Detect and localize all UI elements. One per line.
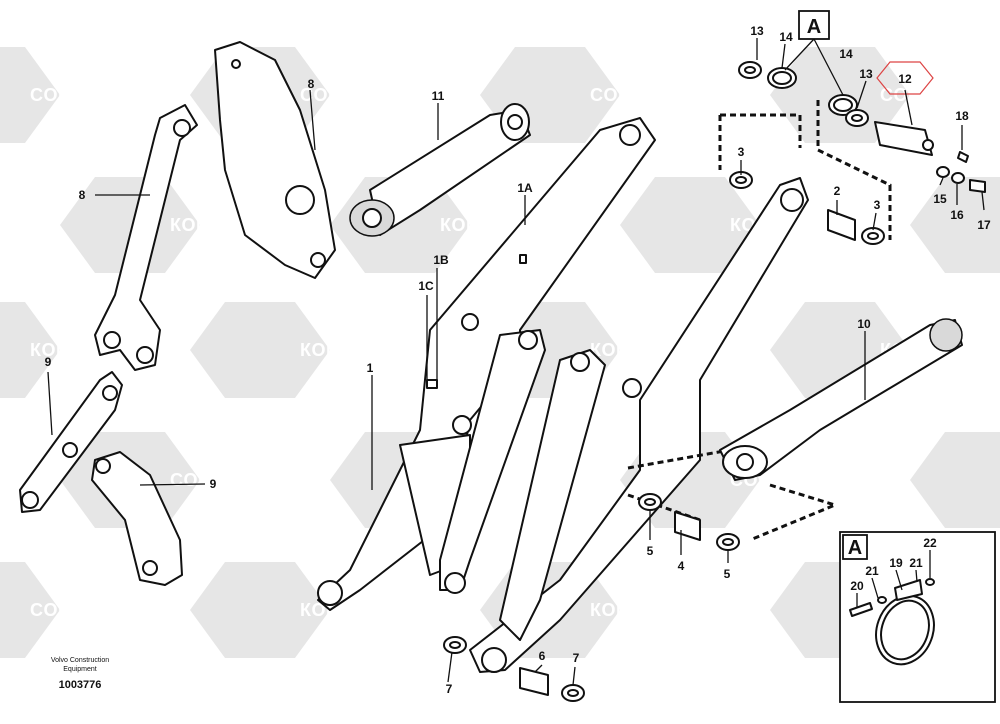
watermark-hexagon bbox=[0, 47, 60, 143]
watermark-text: КОМПАРТ bbox=[440, 215, 532, 235]
watermark-text: COMPART bbox=[30, 85, 123, 105]
lift-arm-right bbox=[469, 177, 809, 673]
watermark-hexagon bbox=[190, 302, 330, 398]
hydraulic-cylinder-upper bbox=[349, 103, 531, 237]
tilt-lever bbox=[214, 41, 336, 279]
leader-lines bbox=[47, 38, 985, 686]
watermark-tile: COMPART bbox=[0, 47, 123, 143]
watermark-text: КОМПАРТ bbox=[300, 600, 392, 620]
detail-view-letter: A bbox=[848, 537, 862, 559]
callout-18: 18 bbox=[955, 109, 969, 123]
maker-line-1: Volvo Construction bbox=[51, 657, 109, 664]
callout-9a: 9 bbox=[45, 355, 52, 369]
watermark-hexagon bbox=[190, 562, 330, 658]
highlight-part-12 bbox=[876, 61, 934, 95]
callout-13a: 13 bbox=[750, 24, 764, 38]
callout-8a: 8 bbox=[79, 188, 86, 202]
view-marker-letter: A bbox=[807, 16, 821, 38]
callout-4: 4 bbox=[678, 559, 685, 573]
callout-11: 11 bbox=[432, 89, 445, 103]
detail-callout-20: 20 bbox=[850, 579, 864, 593]
callout-1b: 1B bbox=[433, 253, 449, 267]
callout-1: 1 bbox=[367, 361, 374, 375]
maker-line-2: Equipment bbox=[63, 666, 97, 673]
watermark-text: КОМПАРТ bbox=[590, 340, 682, 360]
callout-2: 2 bbox=[834, 184, 841, 198]
callout-9b: 9 bbox=[210, 477, 217, 491]
pin-and-seal-parts bbox=[426, 61, 986, 702]
watermark-text: COMPART bbox=[300, 85, 393, 105]
callout-10: 10 bbox=[857, 317, 871, 331]
footer: Volvo Construction Equipment 1003776 bbox=[51, 657, 109, 691]
callout-12: 12 bbox=[898, 72, 912, 86]
callout-7a: 7 bbox=[446, 682, 453, 696]
callout-17: 17 bbox=[977, 218, 991, 232]
detail-callout-22: 22 bbox=[923, 536, 937, 550]
link-plate-lower bbox=[91, 451, 183, 586]
callout-5b: 5 bbox=[724, 567, 731, 581]
watermark-tile: COMPART bbox=[0, 562, 123, 658]
callout-15: 15 bbox=[933, 192, 947, 206]
detail-view-a: A 19 20 21 21 22 bbox=[839, 531, 996, 703]
watermark-text: КОМПАРТ bbox=[590, 600, 682, 620]
detail-callout-21b: 21 bbox=[909, 556, 923, 570]
watermark-text: COMPART bbox=[30, 600, 123, 620]
link-plate-upper bbox=[19, 371, 123, 513]
callout-1c: 1C bbox=[418, 279, 434, 293]
callout-1a: 1A bbox=[517, 181, 533, 195]
watermark-hexagon bbox=[0, 562, 60, 658]
callout-3b: 3 bbox=[874, 198, 881, 212]
watermark-text: КОМПАРТ bbox=[170, 215, 262, 235]
callout-16: 16 bbox=[950, 208, 964, 222]
watermark-hexagon bbox=[620, 177, 760, 273]
tilt-link-left bbox=[94, 104, 198, 371]
lift-arm-frame bbox=[317, 117, 656, 611]
callout-14a: 14 bbox=[779, 30, 793, 44]
drawing-number: 1003776 bbox=[59, 679, 102, 691]
watermark-text: COMPART bbox=[880, 85, 973, 105]
callout-14b: 14 bbox=[839, 47, 853, 61]
callouts: 1 1A 1B 1C 2 3 3 4 5 5 6 7 7 8 8 9 9 10 … bbox=[45, 24, 991, 696]
watermark-text: COMPART bbox=[590, 85, 683, 105]
watermark-tile: КОМПАРТ bbox=[910, 177, 1000, 273]
hydraulic-cylinder-lower bbox=[719, 318, 963, 481]
watermark-hexagon bbox=[910, 432, 1000, 528]
callout-13b: 13 bbox=[859, 67, 873, 81]
callout-7b: 7 bbox=[573, 651, 580, 665]
watermark-text: COMPART bbox=[170, 470, 263, 490]
watermark-tile: COMPART bbox=[910, 432, 1000, 528]
callout-8b: 8 bbox=[308, 77, 315, 91]
callout-6: 6 bbox=[539, 649, 546, 663]
detail-callout-19: 19 bbox=[889, 556, 903, 570]
callout-5a: 5 bbox=[647, 544, 654, 558]
watermark-hexagon bbox=[0, 302, 60, 398]
watermark-text: КОМПАРТ bbox=[300, 340, 392, 360]
watermark-hexagon bbox=[910, 177, 1000, 273]
view-marker: A bbox=[784, 10, 844, 96]
detail-callout-21a: 21 bbox=[865, 564, 879, 578]
callout-3a: 3 bbox=[738, 145, 745, 159]
watermark-tile: КОМПАРТ bbox=[190, 302, 392, 398]
